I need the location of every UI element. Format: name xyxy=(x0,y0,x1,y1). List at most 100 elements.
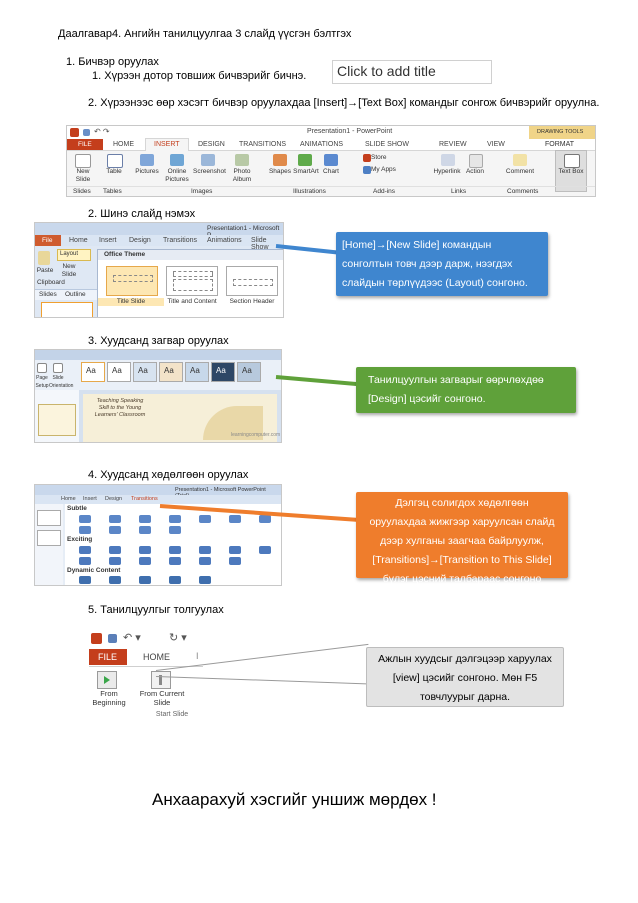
online-pictures-button[interactable]: Online Pictures xyxy=(165,168,189,183)
transition-icon[interactable] xyxy=(139,515,151,523)
transition-icon[interactable] xyxy=(169,557,181,565)
transition-icon[interactable] xyxy=(259,546,271,554)
photo-album-button[interactable]: Photo Album xyxy=(232,168,252,183)
action-button[interactable]: Action xyxy=(465,168,485,175)
transition-icon[interactable] xyxy=(229,515,241,523)
transition-icon[interactable] xyxy=(229,546,241,554)
tab-design[interactable]: Design xyxy=(129,237,151,244)
tab-format[interactable]: FORMAT xyxy=(545,141,575,148)
hyperlink-button[interactable]: Hyperlink xyxy=(433,168,461,175)
tab-transitions[interactable]: Transitions xyxy=(163,237,197,244)
from-beginning-button[interactable]: From Beginning xyxy=(92,689,126,707)
chart-button[interactable]: Chart xyxy=(323,168,339,175)
layout-title-and-content[interactable] xyxy=(166,266,218,296)
transition-icon[interactable] xyxy=(109,546,121,554)
transition-icon[interactable] xyxy=(169,576,181,584)
smartart-button[interactable]: SmartArt xyxy=(293,168,319,175)
slide-pane xyxy=(35,504,63,585)
transition-icon[interactable] xyxy=(109,526,121,534)
transition-icon[interactable] xyxy=(199,546,211,554)
from-current-slide-icon xyxy=(151,671,171,689)
transition-icon[interactable] xyxy=(199,557,211,565)
page-setup-button[interactable]: Page Setup xyxy=(35,375,49,389)
shapes-button[interactable]: Shapes xyxy=(268,168,292,175)
redo-icon[interactable]: ↻ ▾ xyxy=(169,632,187,644)
transition-icon[interactable] xyxy=(169,526,181,534)
tab-design[interactable]: Design xyxy=(105,496,123,502)
tab-animations[interactable]: ANIMATIONS xyxy=(300,141,344,148)
tab-file[interactable]: File xyxy=(35,235,61,246)
slide-thumbnail[interactable] xyxy=(38,404,76,436)
tab-home[interactable]: Home xyxy=(69,237,88,244)
tab-home[interactable]: HOME xyxy=(113,141,134,148)
transition-icon[interactable] xyxy=(139,557,151,565)
transition-icon[interactable] xyxy=(199,576,211,584)
layout-title-slide[interactable] xyxy=(106,266,158,296)
transition-icon[interactable] xyxy=(169,546,181,554)
tab-insert[interactable]: Insert xyxy=(99,237,117,244)
callout-slideshow: Ажлын хуудсыг дэлгэцээр харуулах [view] … xyxy=(366,647,564,707)
tab-view[interactable]: VIEW xyxy=(487,141,505,148)
tab-slide-show[interactable]: Slide Show xyxy=(251,237,269,251)
my-apps-button[interactable]: My Apps xyxy=(371,166,396,173)
transition-icon[interactable] xyxy=(109,557,121,565)
transition-icon[interactable] xyxy=(229,557,241,565)
layout-dropdown[interactable]: Layout xyxy=(57,249,91,261)
theme-6[interactable]: Aa xyxy=(211,362,235,382)
theme-7[interactable]: Aa xyxy=(237,362,261,382)
tab-outline[interactable]: Outline xyxy=(65,291,86,298)
tab-design[interactable]: DESIGN xyxy=(198,141,225,148)
transition-icon[interactable] xyxy=(79,546,91,554)
theme-office[interactable]: Aa xyxy=(81,362,105,382)
callout-transition-line-1: Дэлгэц солигдох хөдөлгөөн xyxy=(395,497,529,509)
tab-slide-show[interactable]: SLIDE SHOW xyxy=(365,141,409,148)
transition-icon[interactable] xyxy=(139,526,151,534)
tab-review[interactable]: REVIEW xyxy=(439,141,467,148)
paste-icon xyxy=(38,251,50,265)
theme-4[interactable]: Aa xyxy=(159,362,183,382)
transition-icon[interactable] xyxy=(199,515,211,523)
screenshot-button[interactable]: Screenshot xyxy=(193,168,226,175)
transition-icon[interactable] xyxy=(109,515,121,523)
tab-slides[interactable]: Slides xyxy=(39,291,57,298)
theme-3[interactable]: Aa xyxy=(133,362,157,382)
slide-thumbnail-2[interactable] xyxy=(37,530,61,546)
tab-row: Home Insert Design Transitions xyxy=(35,495,281,504)
slide-thumbnail-1[interactable] xyxy=(37,510,61,526)
text-box-button[interactable]: Text Box xyxy=(555,150,587,192)
tab-home[interactable]: Home xyxy=(61,496,76,502)
new-slide-button[interactable]: New Slide xyxy=(61,263,77,278)
design-screenshot: Page Setup Slide Orientation Aa Aa Aa Aa… xyxy=(34,349,282,443)
transition-icon[interactable] xyxy=(169,515,181,523)
theme-2[interactable]: Aa xyxy=(107,362,131,382)
transition-icon[interactable] xyxy=(79,576,91,584)
theme-5[interactable]: Aa xyxy=(185,362,209,382)
slide-orientation-button[interactable]: Slide Orientation xyxy=(49,375,74,389)
layout-section-header[interactable] xyxy=(226,266,278,296)
table-button[interactable]: Table xyxy=(106,168,122,175)
tab-transitions[interactable]: Transitions xyxy=(131,496,158,502)
tab-home[interactable]: HOME xyxy=(143,652,170,662)
transition-icon[interactable] xyxy=(259,515,271,523)
pictures-button[interactable]: Pictures xyxy=(135,168,159,175)
undo-icon: ↶ ↷ xyxy=(94,127,110,136)
store-button[interactable]: Store xyxy=(371,154,387,161)
tab-file[interactable]: FILE xyxy=(89,649,127,665)
transition-icon[interactable] xyxy=(79,557,91,565)
tab-insert[interactable]: Insert xyxy=(83,496,97,502)
tab-transitions[interactable]: TRANSITIONS xyxy=(239,141,287,148)
new-slide-button[interactable]: New Slide xyxy=(75,168,91,183)
tab-insert[interactable]: INSERT xyxy=(145,138,189,151)
from-current-slide-button[interactable]: From Current Slide xyxy=(139,689,185,707)
transition-icon[interactable] xyxy=(109,576,121,584)
transition-icon[interactable] xyxy=(139,576,151,584)
tab-file[interactable]: FILE xyxy=(67,139,103,150)
transition-icon[interactable] xyxy=(79,515,91,523)
comment-button[interactable]: Comment xyxy=(505,168,535,175)
paste-button[interactable]: Paste xyxy=(36,267,54,274)
slide-thumbnail[interactable] xyxy=(41,302,93,317)
tab-animations[interactable]: Animations xyxy=(207,237,242,244)
transition-icon[interactable] xyxy=(139,546,151,554)
transition-icon[interactable] xyxy=(79,526,91,534)
undo-icon[interactable]: ↶ ▾ xyxy=(123,632,141,644)
